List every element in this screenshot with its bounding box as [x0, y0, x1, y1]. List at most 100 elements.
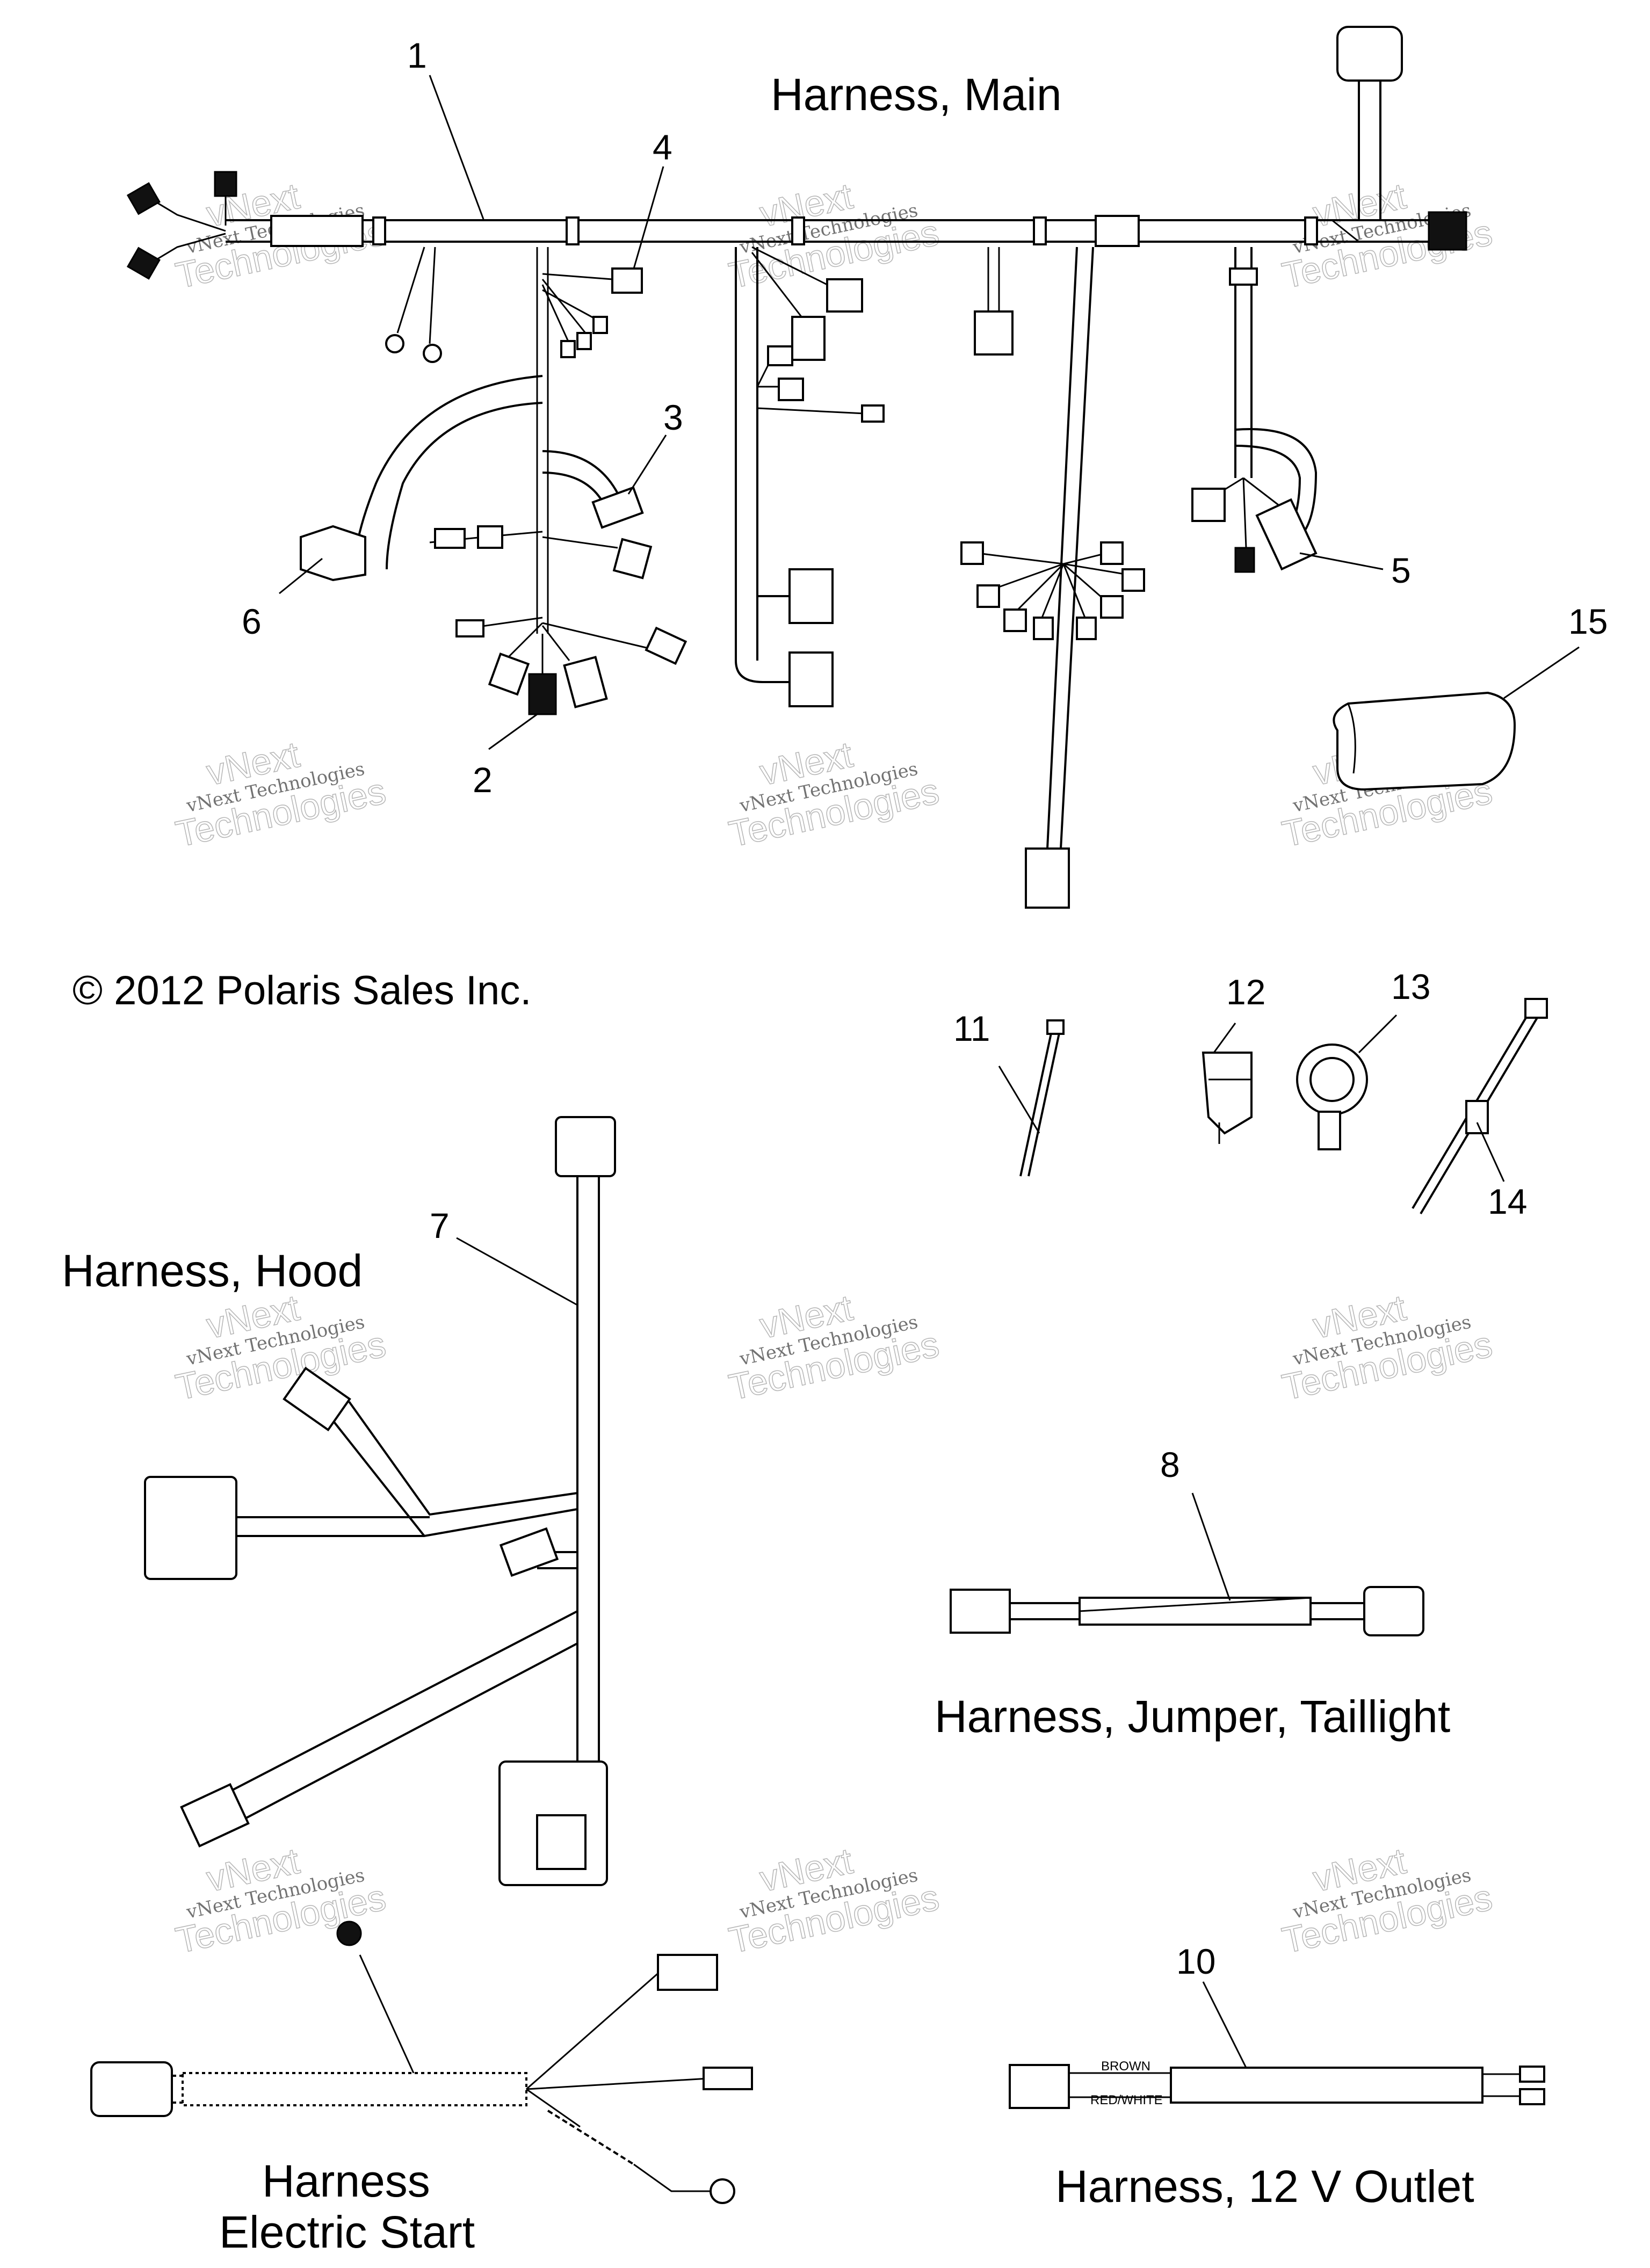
leader-8	[1191, 1492, 1231, 1601]
hood-branch	[236, 1516, 430, 1537]
hood-trunk	[576, 1176, 600, 1762]
leader-4	[633, 166, 664, 269]
leader-5	[1299, 552, 1384, 570]
copyright-notice: © 2012 Polaris Sales Inc.	[73, 968, 531, 1013]
jumper-harness-drawing	[950, 1586, 1424, 1636]
trunk-sleeve	[372, 216, 386, 245]
connector	[767, 345, 793, 366]
connector	[791, 316, 826, 361]
callout-14: 14	[1488, 1182, 1527, 1221]
connector-top-right	[1336, 26, 1403, 82]
leader-14	[1476, 1122, 1505, 1182]
part-14-mount	[1465, 1100, 1489, 1134]
connector	[778, 378, 804, 401]
callout-2: 2	[473, 760, 493, 800]
connector-left	[126, 247, 161, 280]
connector	[1033, 617, 1054, 640]
watermark: vNext vNext Technologies Technologies	[725, 1840, 943, 1962]
leader-15	[1503, 646, 1580, 699]
wire-label-red-white: RED/WHITE	[1090, 2093, 1163, 2107]
part-11-head	[1046, 1019, 1065, 1035]
jumper-wire	[1311, 1602, 1364, 1620]
wire-label-brown: BROWN	[1101, 2059, 1150, 2074]
pigtail	[396, 247, 436, 344]
branch-wire	[987, 247, 1000, 311]
leader-10	[1202, 1981, 1247, 2068]
connector	[434, 528, 466, 549]
callout-numbers: 1 2 3 4 5 6 7 8 10 11 12 13 14 15	[242, 35, 1608, 1981]
callout-11: 11	[953, 1009, 990, 1048]
main-trunk	[226, 219, 1450, 243]
coiled-wire	[547, 2110, 635, 2165]
connector-left	[126, 182, 161, 215]
ring-terminal	[385, 334, 404, 353]
connector	[477, 525, 503, 549]
connector-right	[1428, 211, 1467, 251]
outlet-wire	[1482, 2073, 1520, 2097]
terminal	[592, 316, 608, 334]
connector	[974, 310, 1014, 356]
connector-right	[1363, 1586, 1424, 1636]
hood-harness-drawing	[144, 1116, 616, 1886]
callout-1: 1	[407, 35, 427, 75]
connector	[563, 656, 608, 708]
branch-wire	[735, 247, 795, 683]
connector	[657, 1954, 718, 1991]
jumper-sleeve	[1079, 1597, 1312, 1626]
connector-left	[90, 2061, 173, 2117]
trunk-sleeve	[270, 215, 364, 247]
jumper-sleeve-detail	[1079, 1597, 1311, 1612]
title-outlet-harness: Harness, 12 V Outlet	[1055, 2161, 1474, 2212]
connector	[612, 538, 653, 579]
terminal	[703, 2067, 753, 2090]
leader-7	[456, 1237, 578, 1306]
connector	[1100, 595, 1124, 619]
connector	[788, 568, 834, 624]
vertical-branch	[1358, 81, 1381, 220]
part-15-sleeve	[1333, 691, 1516, 791]
start-branch	[526, 1970, 710, 2128]
terminal	[455, 619, 484, 637]
title-electric-start-line2: Electric Start	[219, 2207, 475, 2257]
connector	[1025, 847, 1070, 909]
part-13-clamp-inner	[1309, 1057, 1355, 1102]
watermark: vNext vNext Technologies Technologies	[725, 1287, 943, 1409]
grommet	[336, 1921, 362, 1946]
boot-6	[300, 525, 366, 582]
watermark: vNext vNext Technologies Technologies	[1278, 1287, 1496, 1409]
connector-left	[950, 1589, 1011, 1634]
branch-wire	[541, 273, 613, 344]
part-12-clip	[1202, 1052, 1253, 1135]
part-14-head	[1524, 998, 1548, 1019]
title-electric-start-line1: Harness	[262, 2156, 430, 2206]
connector	[488, 653, 530, 696]
connector	[499, 1527, 559, 1577]
watermark: vNext vNext Technologies Technologies	[172, 734, 390, 856]
callout-13: 13	[1391, 967, 1430, 1006]
part-11-tie	[1019, 1025, 1062, 1177]
outlet-sleeve	[1170, 2067, 1483, 2104]
leader-11	[998, 1066, 1040, 1134]
watermark: vNext vNext Technologies Technologies	[725, 175, 943, 297]
outlet-wire	[1069, 2072, 1171, 2098]
branch-wire	[467, 617, 656, 662]
terminal	[576, 332, 592, 350]
leader-3	[627, 434, 667, 495]
start-branch	[633, 2163, 714, 2192]
watermark: vNext vNext Technologies Technologies	[1278, 1840, 1496, 1962]
connector	[1100, 541, 1124, 565]
right-branch	[1331, 219, 1359, 243]
jumper-wire	[1010, 1602, 1080, 1620]
hood-branch	[321, 1401, 578, 1538]
callout-7: 7	[430, 1206, 450, 1245]
terminal	[1519, 2088, 1545, 2105]
trunk-sleeve	[1033, 216, 1047, 245]
connector	[976, 584, 1000, 608]
trunk-sleeve	[791, 216, 805, 245]
connector	[283, 1366, 351, 1432]
small-parts	[1019, 998, 1548, 1215]
callout-12: 12	[1226, 972, 1265, 1012]
branch-wire	[1046, 247, 1094, 849]
connector-detail	[536, 1814, 587, 1870]
